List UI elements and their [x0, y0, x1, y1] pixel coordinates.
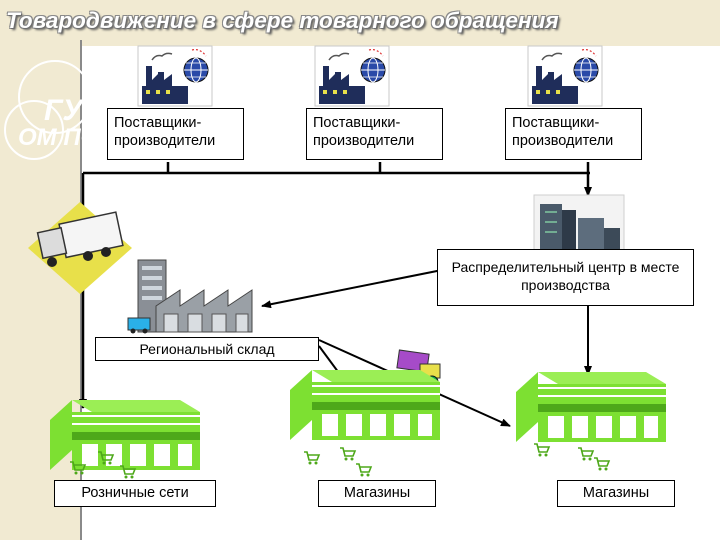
institution-logo: ГУ ОМ ПО: [18, 96, 99, 150]
title-band: [0, 0, 720, 46]
store-icon: [515, 371, 667, 443]
store-icon: [49, 399, 201, 471]
shopping-cart-icon: [533, 443, 550, 458]
shopping-cart-icon: [593, 457, 610, 472]
supplier-box-2: Поставщики-производители: [306, 108, 443, 160]
store-icon: [289, 369, 441, 441]
logo-line-1: ГУ: [44, 94, 83, 127]
factory-icon: [527, 45, 603, 107]
shopping-cart-icon: [303, 451, 320, 466]
arrow-dc-to-warehouse: [261, 267, 453, 309]
stores-box-right: Магазины: [557, 480, 675, 507]
factory-icon: [314, 45, 390, 107]
logo-line-2: ОМ ПО: [18, 124, 100, 151]
factory-icon: [137, 45, 213, 107]
shopping-cart-icon: [577, 447, 594, 462]
truck-icon: [28, 202, 132, 294]
warehouse-icon: [127, 259, 253, 334]
shopping-cart-icon: [339, 447, 356, 462]
stores-box-middle: Магазины: [318, 480, 436, 507]
skyscraper-icon: [533, 194, 625, 252]
supplier-box-1: Поставщики-производители: [107, 108, 244, 160]
regional-warehouse-box: Региональный склад: [95, 337, 319, 361]
shopping-cart-icon: [355, 463, 372, 478]
distribution-center-box: Распределительный центр в месте производ…: [437, 249, 694, 306]
supplier-box-3: Поставщики-производители: [505, 108, 642, 160]
retail-networks-box: Розничные сети: [54, 480, 216, 507]
decor-ring: [4, 100, 64, 160]
page-title: Товародвижение в сфере товарного обращен…: [6, 8, 559, 33]
